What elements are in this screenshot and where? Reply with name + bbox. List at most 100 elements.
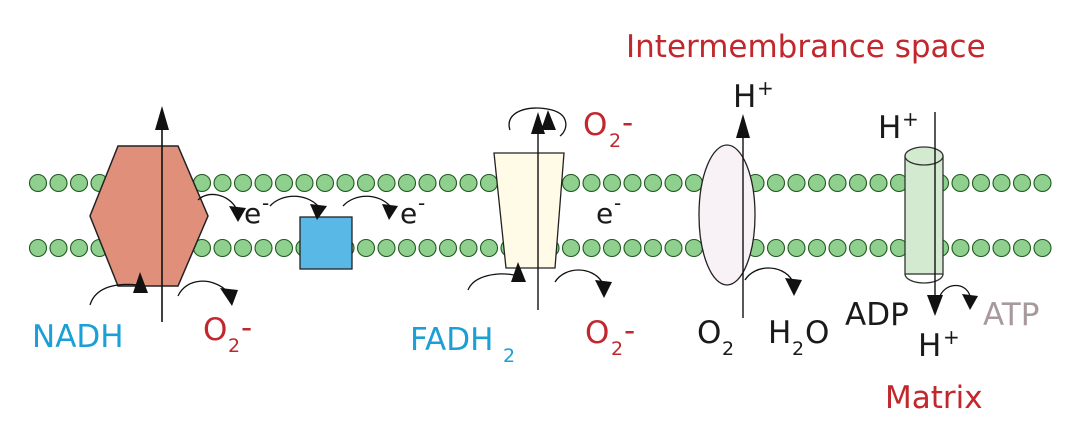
membrane-bead: [602, 238, 622, 258]
intermembrane-space-label: Intermembrance space: [626, 29, 986, 65]
complex-ii-bottom-superoxide-arrow: [554, 269, 603, 283]
membrane-bead: [28, 173, 48, 193]
q-electron-arrowhead: [382, 204, 398, 220]
atp-synthase-body: [904, 155, 944, 275]
membrane-bead: [233, 238, 253, 258]
membrane-bead: [766, 238, 786, 258]
membrane-bead: [848, 173, 868, 193]
complex-ii-trapezoid: [493, 152, 565, 269]
water-h: H: [768, 315, 791, 351]
membrane-bead: [213, 238, 232, 258]
water-subscript: 2: [792, 338, 804, 360]
proton-plus: +: [902, 107, 919, 131]
membrane-bead: [397, 238, 417, 258]
membrane-bead: [377, 238, 396, 258]
membrane-bead: [49, 173, 68, 193]
complex-iv-proton-label: H +: [733, 76, 774, 115]
membrane-bead: [1033, 173, 1052, 193]
superoxide-o: O: [203, 312, 227, 348]
proton-h: H: [733, 79, 756, 115]
electron-to-q-arrowhead: [310, 204, 327, 220]
nadh-label: NADH: [32, 319, 124, 355]
membrane-bead: [828, 173, 847, 193]
superoxide-subscript: 2: [609, 130, 621, 152]
complex-ii-arrowhead: [531, 112, 545, 134]
membrane-bead: [848, 238, 868, 258]
membrane-bead: [992, 173, 1011, 193]
membrane-bead: [418, 173, 437, 193]
membrane-bead: [274, 238, 294, 258]
membrane-bead: [28, 238, 48, 258]
proton-h: H: [918, 328, 941, 364]
membrane-bead: [1033, 238, 1052, 258]
membrane-bead: [233, 173, 253, 193]
adp-label: ADP: [845, 297, 909, 333]
membrane-bead: [787, 173, 806, 193]
atp-synthase-down-arrowhead: [927, 295, 943, 316]
membrane-bead: [643, 238, 663, 258]
membrane-bead: [582, 173, 601, 193]
membrane-bead: [315, 173, 335, 193]
membrane-bead: [69, 238, 89, 258]
fadh-subscript: 2: [503, 345, 515, 367]
superoxide-minus: -: [241, 310, 252, 346]
superoxide-minus: -: [624, 313, 635, 349]
electron-to-q-arrow: [269, 195, 319, 207]
q-electron-label: e -: [400, 191, 425, 230]
complex-ii-top-superoxide-label: O 2 -: [583, 105, 633, 152]
fadh-entry-arrow: [467, 273, 515, 291]
nadh-entry-arrowhead: [133, 272, 148, 293]
electron-e: e: [400, 197, 417, 230]
nadh-entry-arrow: [89, 283, 139, 306]
membrane-bead: [274, 173, 294, 193]
membrane-bead: [418, 238, 437, 258]
membrane-bead: [951, 173, 970, 193]
matrix-label: Matrix: [885, 380, 983, 416]
superoxide-subscript: 2: [611, 338, 623, 360]
electron-minus: -: [418, 191, 425, 215]
complex-i-electron-arrow: [197, 193, 237, 209]
complex-i-electron-label: e -: [244, 191, 269, 230]
membrane-bead: [295, 173, 314, 193]
membrane-bead: [254, 238, 273, 258]
complex-iv-water-arrow: [744, 267, 793, 281]
fadh-entry-arrowhead: [511, 262, 526, 282]
complex-ii-top-superoxide-arrow: [508, 107, 567, 137]
membrane-bead: [254, 173, 273, 193]
complex-i-electron-arrowhead: [229, 206, 246, 222]
fadh2-label: FADH 2: [410, 322, 515, 367]
proton-plus: +: [757, 76, 774, 100]
membrane-bead: [1012, 173, 1032, 193]
membrane-bead: [664, 173, 683, 193]
membrane-bead: [951, 238, 970, 258]
membrane-bead: [561, 173, 581, 193]
electron-e: e: [244, 197, 261, 230]
oxygen-label: O 2: [697, 315, 734, 360]
superoxide-subscript: 2: [228, 335, 240, 357]
oxygen-subscript: 2: [722, 338, 734, 360]
membrane-bead: [459, 173, 478, 193]
membrane-bead: [438, 238, 458, 258]
oxygen-o: O: [697, 315, 721, 351]
membrane-bead: [479, 238, 499, 258]
membrane-bead: [561, 238, 581, 258]
complex-i-hexagon: [89, 145, 209, 287]
membrane-bead: [623, 238, 642, 258]
atp-synthase-bottom: [904, 273, 944, 284]
membrane-bead: [459, 238, 478, 258]
complex-ii-electron-label: e -: [596, 191, 621, 230]
complex-i-superoxide-arrowhead: [220, 288, 238, 306]
membrane-bead: [643, 173, 663, 193]
membrane-bead: [1012, 238, 1032, 258]
atp-synthase-top-proton-label: H +: [878, 107, 919, 146]
membrane-bead: [49, 238, 68, 258]
atp-synthase-cylinder: [904, 146, 944, 284]
complex-ii-top-superoxide-arrowhead: [541, 110, 556, 130]
membrane-bead: [807, 238, 827, 258]
electron-minus: -: [262, 191, 269, 215]
membrane-bead: [828, 238, 847, 258]
complex-iv-water-arrowhead: [785, 278, 802, 296]
proton-h: H: [878, 110, 901, 146]
water-o: O: [805, 315, 829, 351]
